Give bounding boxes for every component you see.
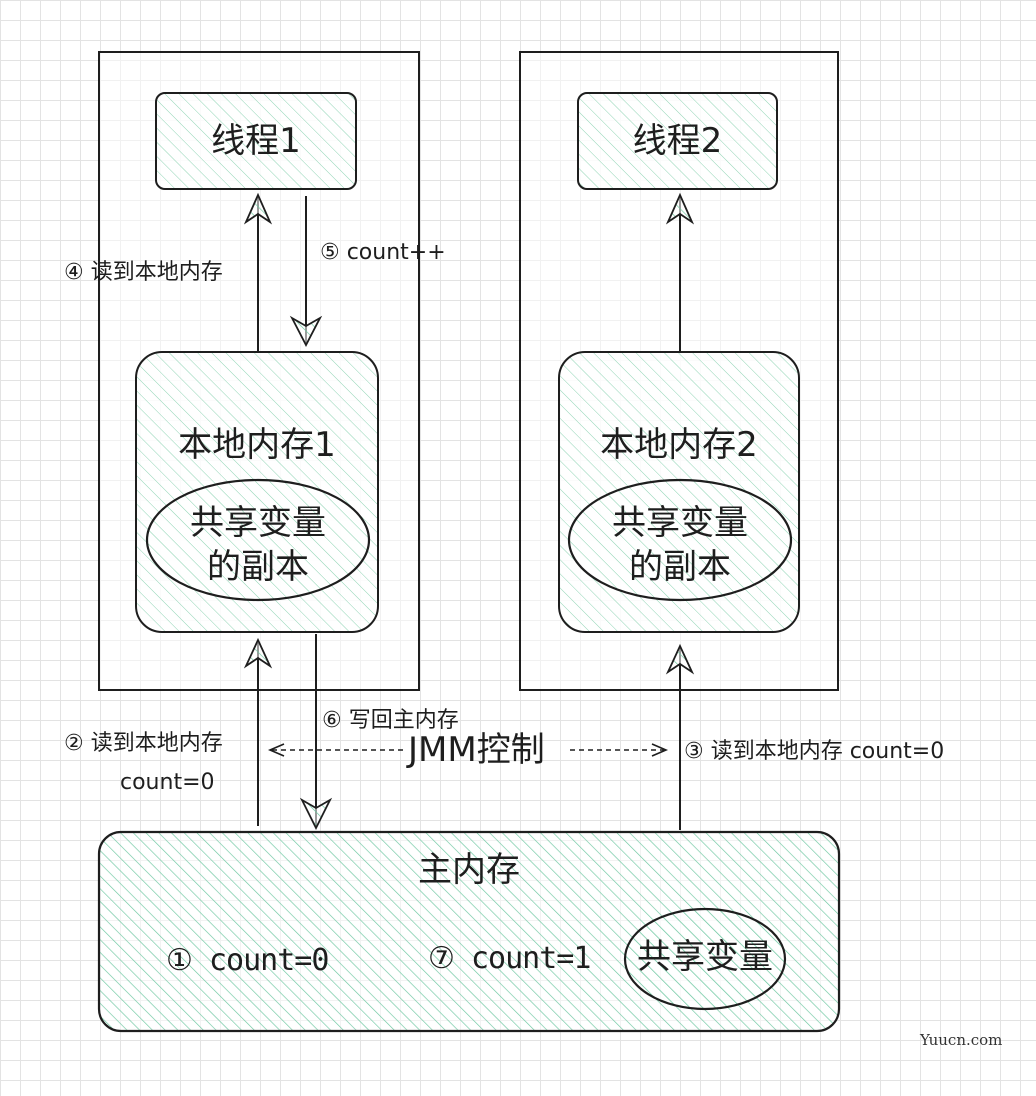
thread1-title: 线程1 xyxy=(211,121,301,161)
shared-var-label: 共享变量 xyxy=(637,937,773,977)
shared-copy2-ellipse xyxy=(567,478,793,602)
label-step3: ③ 读到本地内存 count=0 xyxy=(684,739,945,764)
arrow-step4-head xyxy=(243,192,273,225)
label-step2-line1: ② 读到本地内存 xyxy=(64,731,223,756)
label-step4: ④ 读到本地内存 xyxy=(64,260,223,285)
shared-copy2-line1: 共享变量 xyxy=(612,503,748,543)
shared-copy2-line2: 的副本 xyxy=(629,547,731,587)
shared-var-ellipse xyxy=(623,907,787,1011)
local-memory2-title: 本地内存2 xyxy=(600,425,758,465)
main-memory-title: 主内存 xyxy=(418,850,520,890)
shared-copy1-ellipse xyxy=(145,478,371,602)
arrow-step3-head xyxy=(665,643,695,675)
label-jmm: JMM控制 xyxy=(408,730,545,770)
watermark: Yuucn.com xyxy=(920,1031,1003,1049)
label-step6: ⑥ 写回主内存 xyxy=(322,708,459,733)
jmm-arrowhead-right xyxy=(651,743,669,757)
main-memory-step1: ① count=0 xyxy=(166,943,329,978)
thread2-title: 线程2 xyxy=(632,121,723,161)
arrow-step5-head xyxy=(289,315,323,347)
main-memory-step7: ⑦ count=1 xyxy=(428,941,591,976)
label-step2-line2: count=0 xyxy=(120,770,215,795)
thread2-box xyxy=(577,92,778,190)
local-memory1-title: 本地内存1 xyxy=(178,425,336,465)
jmm-arrowhead-left xyxy=(267,743,285,757)
shared-copy1-line1: 共享变量 xyxy=(190,503,326,543)
arrow-step2-head xyxy=(243,637,273,669)
label-step5: ⑤ count++ xyxy=(320,240,446,265)
thread1-box xyxy=(155,92,357,190)
arrow-thread2-up-head xyxy=(665,192,695,225)
shared-copy1-line2: 的副本 xyxy=(207,547,309,587)
arrow-step6-head xyxy=(299,797,333,831)
